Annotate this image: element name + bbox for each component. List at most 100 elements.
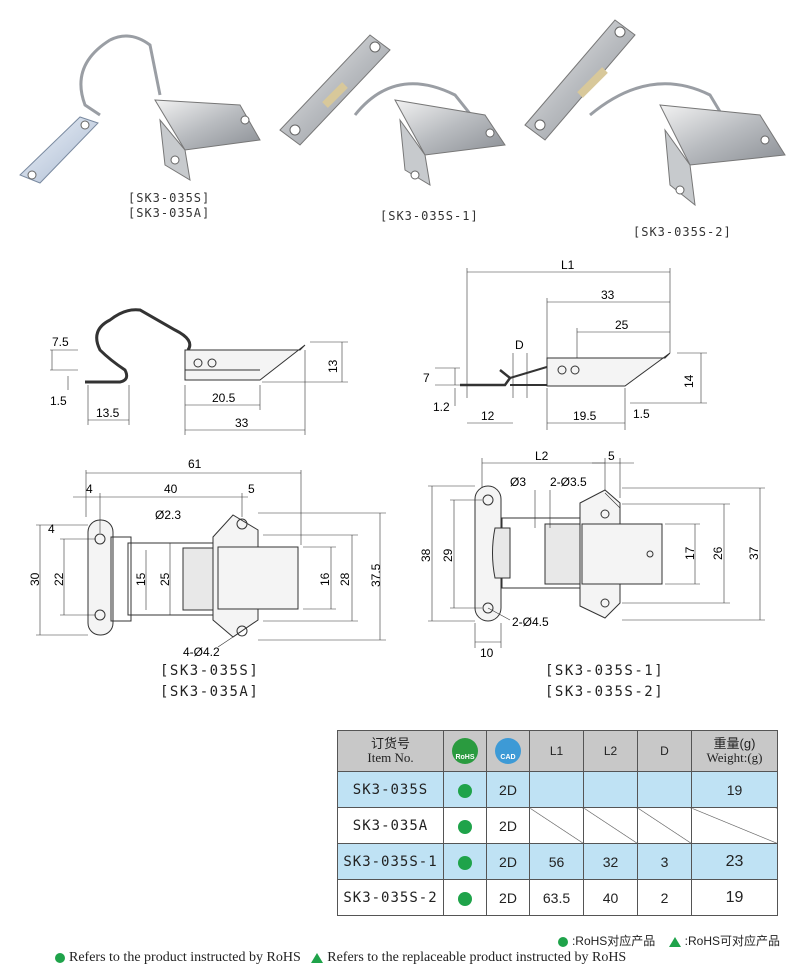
top-view-sk3-035s-1: L2 5 Ø3 2-Ø3.5 38 29 17 26 37 2-Ø4.5 10	[419, 449, 765, 660]
dim-label: 5	[608, 449, 615, 463]
dim-label: 26	[711, 546, 725, 560]
cell-rohs	[443, 843, 487, 880]
dim-label: Ø3	[510, 475, 526, 489]
dim-label: 20.5	[212, 391, 236, 405]
product-photo-sk3-035s-2	[524, 19, 786, 207]
cell-item: SK3-035S-1	[337, 843, 444, 880]
cell-rohs	[443, 771, 487, 808]
dim-label: 33	[601, 288, 615, 302]
rohs-icon-label: RoHS	[455, 754, 475, 761]
dim-label: 2-Ø3.5	[550, 475, 587, 489]
dim-label: 25	[615, 318, 629, 332]
cell-rohs	[443, 807, 487, 844]
cell-rohs	[443, 879, 487, 916]
dim-label: 37	[747, 546, 761, 560]
legend-rohs-en: Refers to the product instructed by RoHS	[69, 950, 301, 965]
cell-weight: 19	[691, 879, 778, 916]
rohs-icon: RoHS	[452, 738, 478, 764]
header-weight-cn: 重量(g)	[713, 736, 756, 751]
dim-label: 5	[248, 482, 255, 496]
drawing-caption-sk3-035s: [SK3-035S] [SK3-035A]	[160, 661, 259, 703]
legend-replace-cn: :RoHS可对应产品	[684, 934, 780, 948]
dim-label: 40	[164, 482, 178, 496]
dim-label: 22	[52, 572, 66, 586]
cell-item: SK3-035A	[337, 807, 444, 844]
dim-label: 37.5	[369, 563, 383, 587]
product-photo-sk3-035s-1	[279, 34, 506, 186]
cell-l2	[583, 807, 638, 844]
caption-line: [SK3-035S]	[128, 191, 211, 205]
cell-l2: 32	[583, 843, 638, 880]
rohs-dot-icon	[458, 783, 472, 798]
photo-caption-sk3-035s-2: [SK3-035S-2]	[633, 225, 732, 240]
cell-cad[interactable]: 2D	[486, 807, 530, 844]
header-rohs: RoHS	[443, 730, 487, 772]
header-cad: CAD	[486, 730, 530, 772]
dim-label: 28	[338, 572, 352, 586]
table-row: SK3-035S 2D 19	[337, 771, 778, 808]
header-l1: L1	[529, 730, 584, 772]
cell-l1: 63.5	[529, 879, 584, 916]
header-d: D	[637, 730, 692, 772]
photo-caption-sk3-035s-1: [SK3-035S-1]	[380, 209, 479, 224]
dim-label: 17	[683, 546, 697, 560]
cell-cad[interactable]: 2D	[486, 771, 530, 808]
legend-rohs-cn: :RoHS对应产品	[571, 934, 656, 948]
top-view-sk3-035s: 61 4 40 5 Ø2.3 4 30 22 15 25 16 28 37.5 …	[28, 457, 386, 659]
header-weight-en: Weight:(g)	[706, 750, 763, 765]
dim-label: 7	[423, 371, 430, 385]
green-triangle-icon	[668, 936, 681, 947]
dim-label: 4-Ø4.2	[183, 645, 220, 659]
dim-label: 33	[235, 416, 249, 430]
side-view-sk3-035s-1: L1 33 25 D 7 1.2 12 19.5 1.5 14	[423, 258, 707, 430]
legend-en: Refers to the product instructed by RoHS…	[55, 950, 626, 966]
dim-label: 1.5	[50, 394, 67, 408]
header-item-cn: 订货号	[370, 736, 410, 751]
cell-d	[637, 771, 692, 808]
cell-d: 3	[637, 843, 692, 880]
caption-line: [SK3-035S]	[160, 663, 260, 679]
cell-item: SK3-035S-2	[337, 879, 444, 916]
green-dot-icon	[55, 952, 65, 963]
dim-label: L2	[535, 449, 549, 463]
dim-label: 16	[318, 572, 332, 586]
caption-line: [SK3-035A]	[128, 206, 211, 220]
dim-label: 2-Ø4.5	[512, 615, 549, 629]
dim-label: 14	[682, 374, 696, 388]
dim-label: 4	[86, 482, 93, 496]
cad-icon-label: CAD	[500, 754, 516, 761]
dim-label: 38	[419, 548, 433, 562]
header-l2: L2	[583, 730, 638, 772]
dim-label: 7.5	[52, 335, 69, 349]
cell-l2	[583, 771, 638, 808]
legend-cn: :RoHS对应产品 :RoHS可对应产品	[557, 932, 780, 949]
cell-d: 2	[637, 879, 692, 916]
table-header-row: 订货号 Item No. RoHS CAD L1 L2 D 重量(g) Weig…	[337, 730, 778, 772]
side-view-sk3-035s: 7.5 1.5 13.5 20.5 33 13	[50, 308, 348, 435]
dim-label: L1	[561, 258, 575, 272]
cell-item: SK3-035S	[337, 771, 444, 808]
photo-caption-sk3-035s: [SK3-035S] [SK3-035A]	[128, 191, 210, 221]
cell-d	[637, 807, 692, 844]
rohs-dot-icon	[458, 819, 472, 834]
cad-icon: CAD	[495, 738, 521, 764]
dim-label: 12	[481, 409, 495, 423]
dim-label: 10	[480, 646, 494, 660]
cell-l1	[529, 807, 584, 844]
spec-table: 订货号 Item No. RoHS CAD L1 L2 D 重量(g) Weig…	[337, 730, 778, 916]
caption-line: [SK3-035A]	[160, 684, 260, 700]
dim-label: 61	[188, 457, 202, 471]
drawing-caption-sk3-035s-1: [SK3-035S-1] [SK3-035S-2]	[545, 661, 664, 703]
dim-label: 15	[134, 572, 148, 586]
rohs-dot-icon	[458, 855, 472, 870]
dim-label: 13	[326, 359, 340, 373]
header-weight: 重量(g) Weight:(g)	[691, 730, 778, 772]
table-row: SK3-035A 2D	[337, 807, 778, 844]
green-dot-icon	[557, 936, 568, 947]
header-item-no: 订货号 Item No.	[337, 730, 444, 772]
cell-cad[interactable]: 2D	[486, 843, 530, 880]
cell-cad[interactable]: 2D	[486, 879, 530, 916]
caption-line: [SK3-035S-1]	[380, 209, 479, 223]
dim-label: 25	[158, 572, 172, 586]
green-triangle-icon	[311, 952, 324, 963]
